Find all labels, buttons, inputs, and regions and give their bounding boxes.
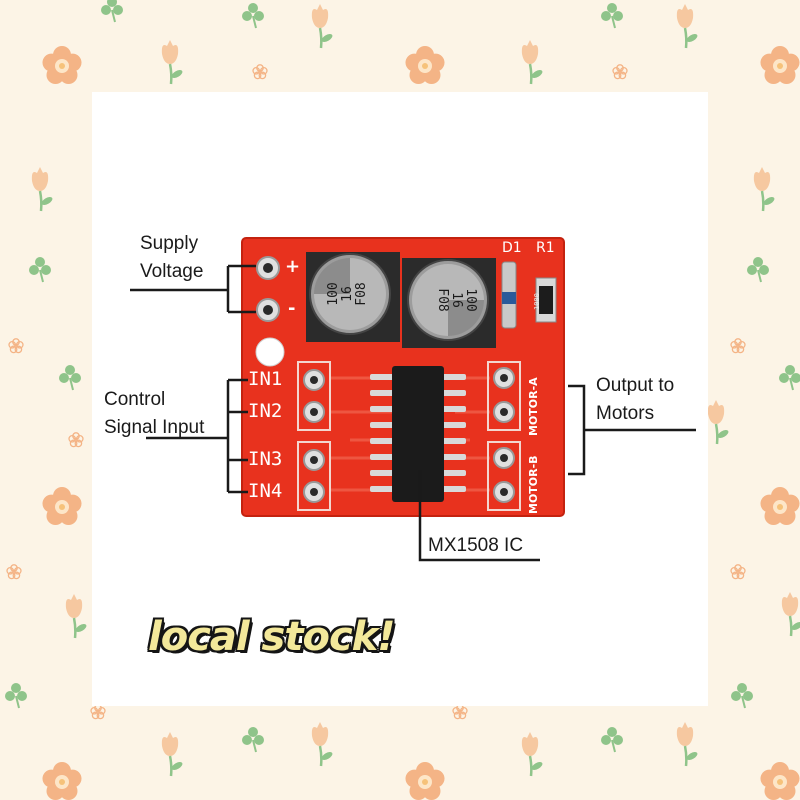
mx1508-chip [370, 366, 466, 502]
output-label-line2: Motors [596, 403, 655, 424]
silk-motor-a: MOTOR-A [527, 377, 540, 436]
pin-in3-label: IN3 [248, 448, 283, 470]
leader-lines [130, 264, 696, 562]
silk-d1: D1 [502, 240, 522, 256]
pin-in1-label: IN1 [248, 368, 283, 390]
motor-header [487, 361, 521, 511]
resistor-r1 [535, 277, 557, 323]
diode-d1 [501, 261, 517, 329]
input-header [297, 361, 331, 511]
pin-in4-label: IN4 [248, 480, 283, 502]
cap-left-marking: 100 16 F08 [326, 282, 369, 306]
pin-in2-label: IN2 [248, 400, 283, 422]
capacitor-right [402, 258, 496, 348]
promo-text: local stock! [148, 614, 395, 660]
supply-voltage-label-line2: Voltage [140, 261, 204, 282]
control-input-label-line2: Signal Input [104, 417, 205, 438]
supply-voltage-label-line1: Supply [140, 233, 199, 254]
control-input-label-line1: Control [104, 389, 166, 410]
capacitor-left [306, 252, 400, 342]
output-label-line1: Output to [596, 375, 675, 396]
pin-minus-label: - [288, 298, 296, 319]
silk-r1: R1 [536, 240, 555, 256]
resistor-code: 1000 [533, 293, 541, 310]
power-pins [255, 256, 285, 367]
ic-label: MX1508 IC [428, 535, 524, 556]
silk-motor-b: MOTOR-B [527, 455, 540, 514]
cap-right-marking: 100 16 F08 [435, 288, 478, 312]
pin-plus-label: + [285, 256, 301, 277]
